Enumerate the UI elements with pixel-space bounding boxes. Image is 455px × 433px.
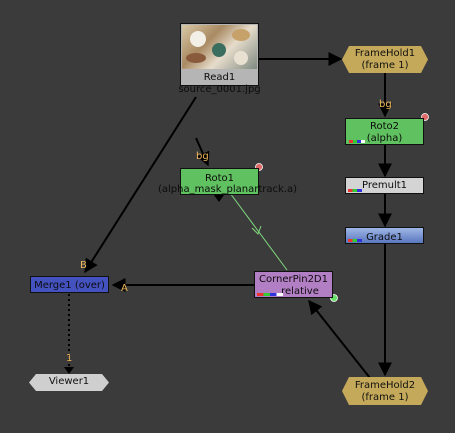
- cornerpin-subtitle: relative: [281, 286, 319, 297]
- pipe-framehold2-cornerpin[interactable]: [308, 299, 371, 379]
- framehold2-node[interactable]: FrameHold2 (frame 1): [342, 377, 428, 405]
- premult1-label: Premult1: [361, 180, 408, 191]
- premult1-node[interactable]: [345, 177, 424, 194]
- read1-label: Read1: [203, 72, 236, 83]
- roto1-label: Roto1: [204, 173, 235, 184]
- merge1-label: Merge1 (over): [34, 280, 105, 291]
- pipe-read1-merge1[interactable]: [84, 96, 197, 274]
- image-thumbnail-icon: [182, 25, 257, 69]
- roto2-label: Roto2: [369, 121, 400, 132]
- viewer1-node[interactable]: Viewer1: [29, 374, 109, 391]
- merge1-node[interactable]: [30, 276, 109, 293]
- roto1-subtitle: (alpha_mask_planartrack.a): [158, 184, 297, 195]
- grade1-node[interactable]: [345, 227, 424, 244]
- grade1-label: Grade1: [366, 232, 403, 243]
- cornerpin-channel-indicator: [257, 293, 283, 296]
- roto2-channel-indicator: [349, 140, 365, 143]
- roto2-subtitle: (alpha): [366, 133, 403, 144]
- pipe-roto1-bg[interactable]: [195, 137, 210, 167]
- grade1-channel-indicator: [348, 239, 362, 242]
- roto2-bg-label: bg: [379, 99, 392, 110]
- viewer1-label: Viewer1: [48, 376, 90, 387]
- premult1-channel-indicator: [348, 189, 362, 192]
- read1-subtitle: source_0001.jpg: [178, 84, 261, 95]
- framehold2-subtitle: (frame 1): [361, 392, 409, 403]
- framehold1-node[interactable]: FrameHold1 (frame 1): [342, 46, 428, 73]
- roto1-bg-label: bg: [196, 151, 209, 162]
- framehold1-subtitle: (frame 1): [361, 60, 409, 71]
- roto1-node[interactable]: [180, 168, 259, 195]
- merge1-b-label: B: [80, 260, 87, 271]
- framehold2-label: FrameHold2: [354, 380, 416, 391]
- viewer1-input-label: 1: [66, 353, 73, 364]
- merge1-a-label: A: [121, 283, 128, 294]
- framehold1-label: FrameHold1: [354, 48, 416, 59]
- cornerpin-label: CornerPin2D1: [259, 274, 328, 285]
